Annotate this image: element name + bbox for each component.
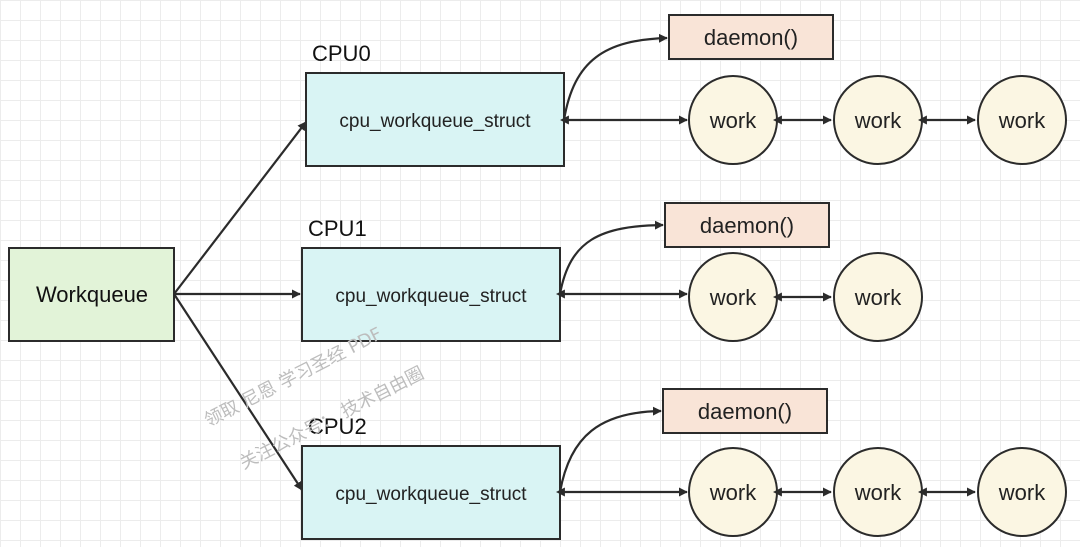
cpu2-group: CPU2 cpu_workqueue_struct daemon() work … xyxy=(301,388,1067,540)
cpu2-work-label-2: work xyxy=(998,480,1046,505)
edge-root-cpu0 xyxy=(173,121,307,295)
cpu1-work-node-1 xyxy=(833,252,923,342)
edge-cpu0-daemon xyxy=(562,33,668,121)
cpu0-struct-box xyxy=(305,72,565,167)
cpu2-work-label-0: work xyxy=(709,480,757,505)
cpu1-struct-label: cpu_workqueue_struct xyxy=(335,286,527,307)
cpu2-struct-label: cpu_workqueue_struct xyxy=(335,484,527,505)
cpu0-daemon-label: daemon() xyxy=(704,25,798,50)
edge-cpu1-daemon xyxy=(558,220,664,295)
cpu2-daemon-label: daemon() xyxy=(698,399,792,424)
workqueue-box xyxy=(8,247,175,342)
cpu1-label: CPU1 xyxy=(308,216,367,241)
edge-cpu2-daemon xyxy=(558,406,662,493)
cpu0-group: CPU0 cpu_workqueue_struct daemon() work … xyxy=(305,14,1067,167)
cpu0-struct-label: cpu_workqueue_struct xyxy=(339,111,531,132)
cpu0-label: CPU0 xyxy=(312,41,371,66)
cpu0-work-label-2: work xyxy=(998,108,1046,133)
cpu2-work-label-1: work xyxy=(854,480,902,505)
edge-root-cpu2 xyxy=(173,293,303,491)
cpu0-work-node-2 xyxy=(977,75,1067,165)
cpu2-work-node-2 xyxy=(977,447,1067,537)
cpu0-work-label-1: work xyxy=(854,108,902,133)
workqueue-label: Workqueue xyxy=(36,282,148,307)
cpu1-work-label-1: work xyxy=(854,285,902,310)
cpu1-daemon-label: daemon() xyxy=(700,213,794,238)
cpu0-daemon-box xyxy=(668,14,834,60)
cpu1-work-label-0: work xyxy=(709,285,757,310)
cpu1-daemon-box xyxy=(664,202,830,248)
cpu2-daemon-box xyxy=(662,388,828,434)
cpu2-label: CPU2 xyxy=(308,414,367,439)
cpu1-group: CPU1 cpu_workqueue_struct daemon() work … xyxy=(301,202,923,342)
cpu0-work-label-0: work xyxy=(709,108,757,133)
cpu2-struct-box xyxy=(301,445,561,540)
